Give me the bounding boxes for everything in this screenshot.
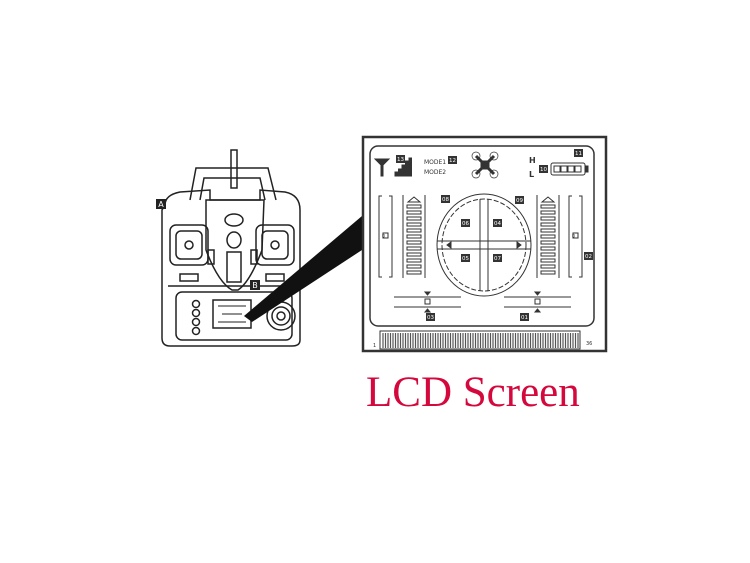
badge-right-trim: 02 (584, 252, 593, 260)
remote-controller (161, 149, 301, 347)
handle (189, 167, 277, 201)
badge-battery-top: 11 (574, 149, 583, 157)
power-button (224, 213, 244, 227)
bottom-right-slider (504, 291, 571, 313)
callout-a: A (156, 199, 166, 209)
drone-icon (471, 151, 499, 179)
high-label: H (529, 156, 536, 165)
badge-number: 13 (397, 157, 404, 163)
bottom-left-slider (394, 291, 461, 313)
left-stick (169, 224, 215, 282)
battery-icon (550, 162, 589, 176)
low-label: L (529, 170, 534, 179)
pin-first-label: 1 (373, 343, 376, 349)
callout-b: B (250, 280, 260, 290)
mode2-label: MODE2 (424, 169, 446, 176)
left-trim-indicator (378, 195, 393, 278)
badge-battery: 10 (539, 165, 548, 173)
badge-mode: 12 (448, 156, 457, 164)
right-trim-indicator (568, 195, 583, 278)
badge-q-tl: 06 (461, 219, 470, 227)
right-stick (250, 224, 295, 282)
left-trim-marker: D (382, 234, 385, 239)
badge-number: 03 (427, 315, 434, 321)
antenna (230, 149, 238, 189)
signal-icon (373, 157, 412, 177)
controller-body (161, 189, 301, 347)
pin-last-label: 36 (586, 341, 592, 347)
right-bar-graph (536, 195, 560, 278)
lcd-screen (361, 135, 608, 353)
lcd-screen-caption: LCD Screen (366, 369, 580, 416)
function-buttons (191, 299, 201, 336)
zoom-pointer (244, 216, 362, 322)
connector-pin-lines (382, 333, 579, 348)
throttle-slot (226, 251, 242, 283)
badge-number: 01 (521, 315, 528, 321)
badge-signal: 13 (396, 155, 405, 163)
badge-q-tr: 04 (493, 219, 502, 227)
badge-number: 11 (575, 151, 582, 157)
badge-arc-left: 08 (441, 195, 450, 203)
badge-number: 06 (462, 221, 469, 227)
left-bar-graph (402, 195, 426, 278)
svg-text:A: A (158, 200, 164, 209)
badge-number: 07 (494, 256, 501, 262)
badge-number: 04 (494, 221, 501, 227)
right-trim-marker: D (572, 234, 575, 239)
badge-number: 05 (462, 256, 469, 262)
mode1-label: MODE1 (424, 159, 446, 166)
badge-q-bl: 05 (461, 254, 470, 262)
badge-number: 09 (516, 198, 523, 204)
badge-number: 12 (449, 158, 456, 164)
badge-number: 08 (442, 197, 449, 203)
attitude-indicator (436, 193, 532, 297)
badge-q-br: 07 (493, 254, 502, 262)
badge-bottom-right: 01 (520, 313, 529, 321)
svg-text:B: B (252, 281, 258, 290)
badge-arc-right: 09 (515, 196, 524, 204)
badge-number: 02 (585, 254, 592, 260)
badge-number: 10 (540, 167, 547, 173)
badge-bottom-left: 03 (426, 313, 435, 321)
